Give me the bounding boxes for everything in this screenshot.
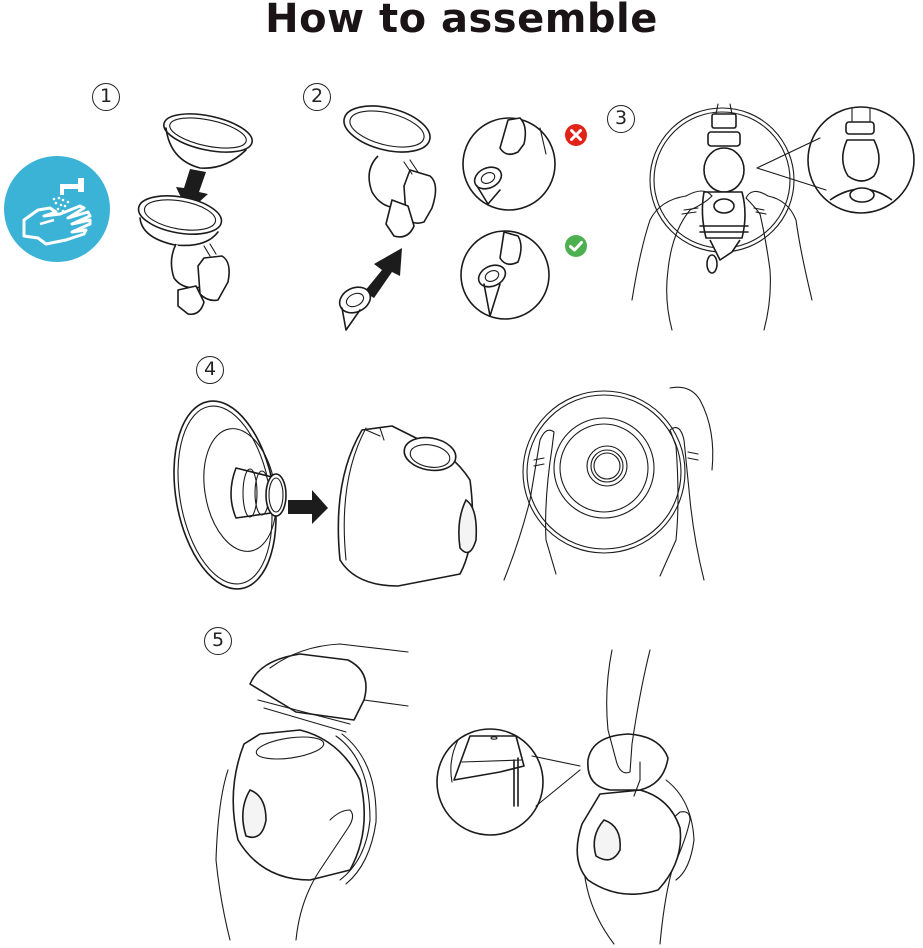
step-1-illustration	[137, 113, 253, 316]
step-2-number: 2	[303, 83, 331, 111]
x-circle-icon	[565, 124, 587, 146]
step-5-number: 5	[204, 627, 232, 655]
step-1-number: 1	[92, 83, 120, 111]
step-5-illustration	[215, 643, 695, 945]
step-2-illustration	[338, 105, 556, 331]
step-3-illustration	[631, 103, 915, 331]
step-4-number: 4	[196, 356, 224, 384]
page-title: How to assemble	[265, 0, 658, 42]
step-4-illustration	[173, 386, 714, 590]
step-3-number: 3	[607, 105, 635, 133]
hand-washing-icon	[4, 156, 110, 262]
check-circle-icon	[565, 235, 587, 257]
